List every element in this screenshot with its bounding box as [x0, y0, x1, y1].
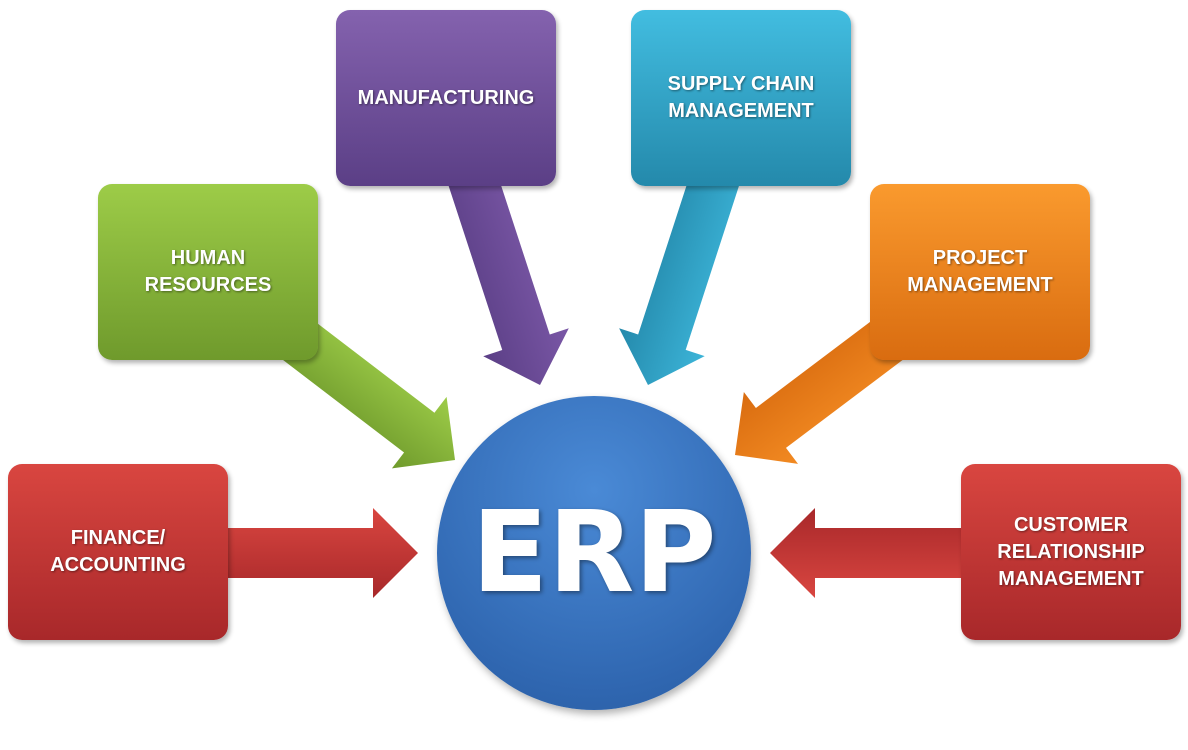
module-project-management: PROJECT MANAGEMENT: [870, 184, 1090, 360]
erp-center-circle: ERP: [437, 396, 751, 710]
module-manufacturing: MANUFACTURING: [336, 10, 556, 186]
module-finance-accounting: FINANCE/ ACCOUNTING: [8, 464, 228, 640]
module-supply-chain-management: SUPPLY CHAIN MANAGEMENT: [631, 10, 851, 186]
module-customer-relationship-management: CUSTOMER RELATIONSHIP MANAGEMENT: [961, 464, 1181, 640]
module-human-resources: HUMAN RESOURCES: [98, 184, 318, 360]
